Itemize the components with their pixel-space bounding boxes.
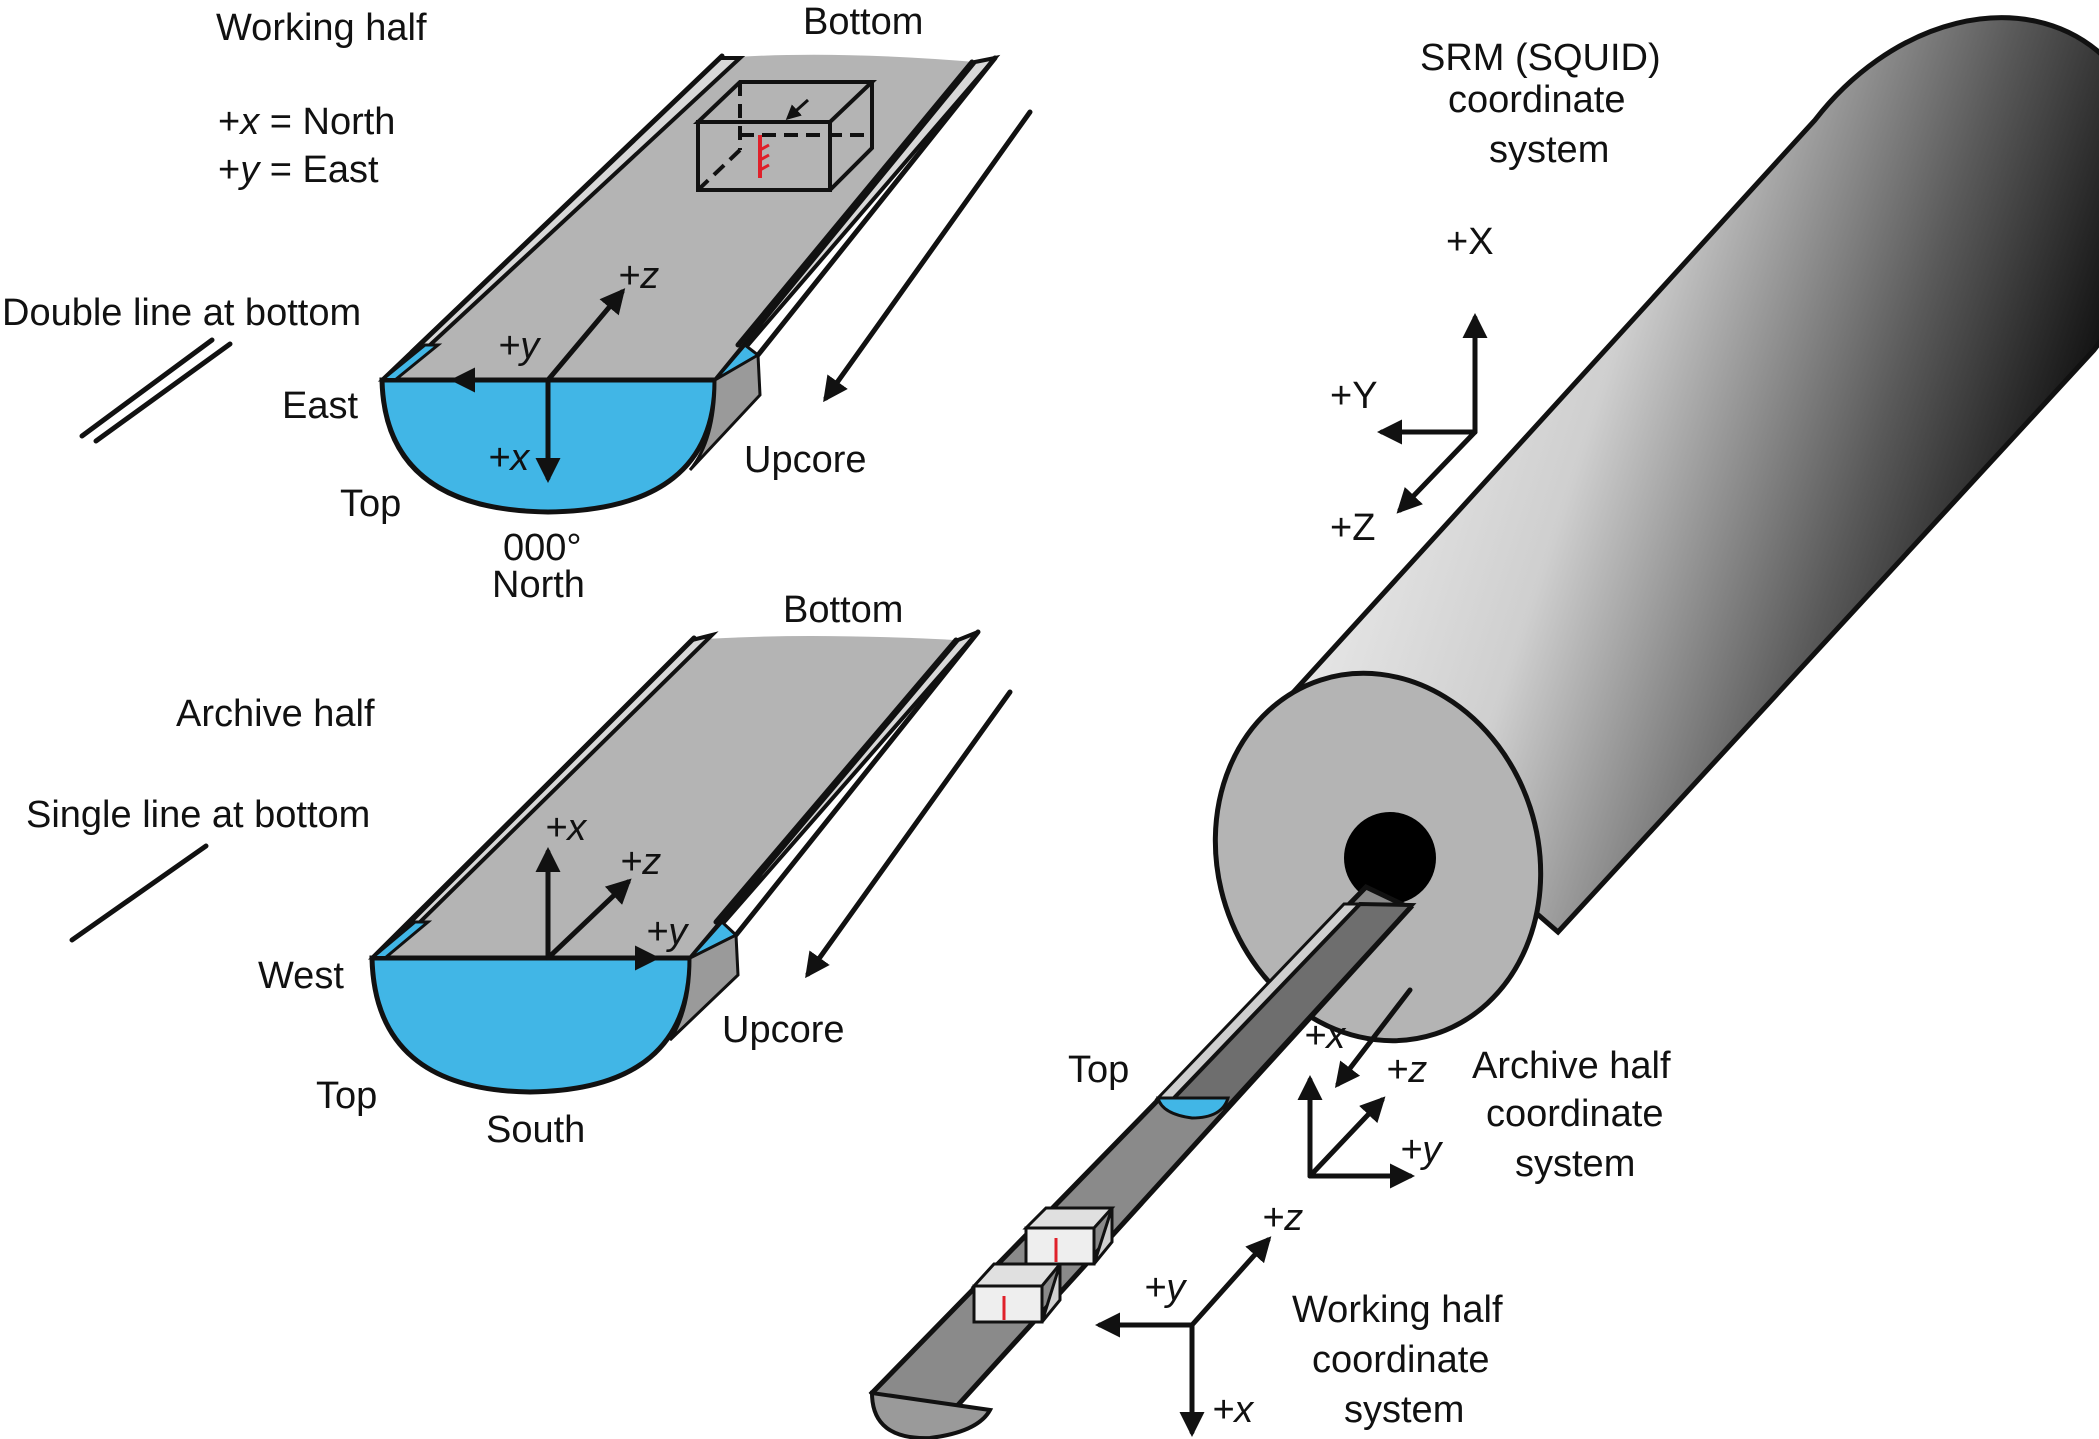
working-half-upcore-arrow xyxy=(823,109,1033,403)
single-line-marker xyxy=(69,843,209,943)
srm-bore xyxy=(1344,812,1436,904)
archive-half-z-axis xyxy=(545,878,632,961)
archive-coord-line-1: Archive half xyxy=(1472,1045,1671,1087)
archive-half-cross-section xyxy=(369,955,693,1095)
working-half-z-axis xyxy=(545,288,626,383)
working-half-east-label: East xyxy=(282,385,358,427)
single-line-label: Single line at bottom xyxy=(26,794,370,836)
archive-half-core xyxy=(367,629,1013,1095)
double-line-label: Double line at bottom xyxy=(2,292,361,334)
tray-archive-half-end xyxy=(1156,1096,1231,1120)
srm-sample-tray xyxy=(868,883,1417,1439)
working-half-z-axis-label: +z xyxy=(618,255,659,297)
working-half-top-label: Top xyxy=(340,483,401,525)
working-half-degree-label: 000° xyxy=(503,527,582,569)
srm-magnetometer xyxy=(1212,15,2099,1044)
working-half-north-label: North xyxy=(492,564,585,606)
working-half-x-axis-label: +x xyxy=(488,437,531,479)
srm-axis-Z-label: +Z xyxy=(1330,507,1375,549)
working-coord-line-3: system xyxy=(1344,1389,1464,1431)
archive-coord-line-2: coordinate xyxy=(1486,1093,1663,1135)
archive-half-west-label: West xyxy=(258,955,344,997)
archive-half-x-axis-label: +x xyxy=(545,807,588,849)
archive-half-upcore-label: Upcore xyxy=(722,1009,845,1051)
double-line-marker xyxy=(79,337,233,444)
srm-axis-Y-label: +Y xyxy=(1330,375,1378,417)
archive-half-face xyxy=(372,636,955,958)
archive-coord-z-label: +z xyxy=(1386,1049,1427,1091)
working-half-core xyxy=(377,53,1033,515)
working-coordinate-axes xyxy=(1095,1236,1272,1437)
archive-half-bottom-label: Bottom xyxy=(783,589,903,631)
srm-axis-X-label: +X xyxy=(1446,221,1494,263)
archive-half-title: Archive half xyxy=(176,693,375,735)
tray-top-label: Top xyxy=(1068,1049,1129,1091)
srm-cylinder-body xyxy=(1284,15,2099,936)
working-half-sample-cube xyxy=(693,80,877,192)
working-coord-line-1: Working half xyxy=(1292,1289,1503,1331)
archive-half-south-label: South xyxy=(486,1109,585,1151)
srm-title-line-1: SRM (SQUID) xyxy=(1420,37,1661,79)
working-half-title: Working half xyxy=(216,7,427,49)
working-coord-y-label: +y xyxy=(1144,1267,1187,1309)
archive-coord-x-label: +x xyxy=(1304,1015,1347,1057)
archive-coord-line-3: system xyxy=(1515,1143,1635,1185)
working-half-bottom-label: Bottom xyxy=(803,1,923,43)
srm-axes xyxy=(1377,313,1488,514)
working-half-y-axis-label: +y xyxy=(498,325,541,367)
working-coord-line-2: coordinate xyxy=(1312,1339,1489,1381)
srm-title-line-3: system xyxy=(1489,129,1609,171)
archive-half-y-axis-label: +y xyxy=(646,911,689,953)
srm-title-line-2: coordinate xyxy=(1448,79,1625,121)
archive-coord-y-label: +y xyxy=(1400,1129,1443,1171)
archive-half-upcore-arrow xyxy=(805,689,1013,979)
working-half-face xyxy=(382,54,975,381)
working-coord-z-label: +z xyxy=(1262,1197,1303,1239)
working-half-y-definition: +y = East xyxy=(218,149,379,191)
tray-sample-cube-2 xyxy=(970,1262,1064,1324)
working-half-x-definition: +x = North xyxy=(218,101,395,143)
archive-half-z-axis-label: +z xyxy=(620,841,661,883)
archive-coordinate-axes xyxy=(1297,987,1415,1189)
archive-half-top-label: Top xyxy=(316,1075,377,1117)
working-coord-x-label: +x xyxy=(1212,1389,1255,1431)
working-half-upcore-label: Upcore xyxy=(744,439,867,481)
tray-sample-cube-1 xyxy=(1022,1206,1116,1266)
